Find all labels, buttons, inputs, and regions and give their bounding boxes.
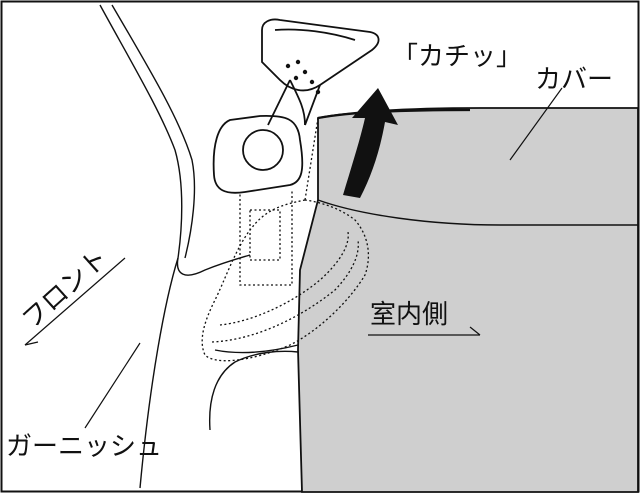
interior-arrowhead	[469, 326, 481, 336]
cover-panel	[297, 107, 639, 493]
clip-boss	[242, 129, 284, 171]
garnish-leader	[84, 342, 141, 429]
interior-side-label: 室内側	[370, 300, 448, 330]
clip-assembly	[212, 18, 380, 194]
hidden-cover-dotted	[201, 117, 369, 362]
clip-holes	[285, 59, 321, 95]
cover-leader	[509, 87, 563, 161]
front-arrowhead	[24, 341, 39, 346]
front-underline	[24, 257, 126, 346]
garnish-outline	[99, 4, 299, 489]
garnish-label: ガーニッシュ	[6, 432, 162, 462]
lift-arrow-icon	[343, 88, 398, 198]
leader-lines	[24, 87, 563, 429]
cover-edge	[317, 199, 638, 226]
click-sound-label: 「カチッ」	[392, 42, 522, 72]
front-label: フロント	[17, 243, 114, 335]
clip-tab	[261, 18, 380, 92]
cover-label: カバー	[535, 65, 613, 95]
